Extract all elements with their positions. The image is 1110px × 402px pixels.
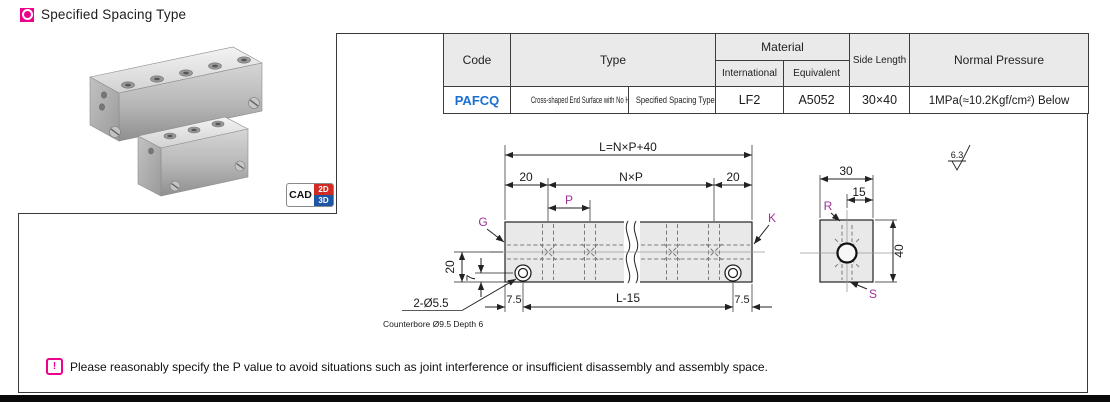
title-bullet-icon <box>20 7 34 22</box>
side-view: 30 15 40 R S 6.3 <box>800 144 971 301</box>
port-label-k: K <box>768 211 776 225</box>
table-row: PAFCQ Cross-shaped End Surface with No H… <box>443 86 1090 114</box>
section-title-bar: Specified Spacing Type <box>20 7 186 22</box>
type-main-cell: Cross-shaped End Surface with No Hole <box>530 95 629 105</box>
part-code-link[interactable]: PAFCQ <box>454 92 500 108</box>
dim-side-width: 30 <box>839 164 853 178</box>
surface-finish-value: 6.3 <box>951 150 964 160</box>
port-label-s: S <box>869 287 877 301</box>
col-header-equivalent: Equivalent <box>783 60 851 87</box>
dim-bottom-center: L-15 <box>616 291 640 305</box>
center-port-hole <box>836 242 858 264</box>
dim-overall-length: L=N×P+40 <box>599 140 657 154</box>
counterbore-hole-right <box>724 264 742 282</box>
dim-pitch-total: N×P <box>619 170 643 184</box>
port-label-g: G <box>478 215 487 229</box>
dim-end-right: 20 <box>726 170 740 184</box>
port-label-r: R <box>824 199 833 213</box>
side-length-cell: 30×40 <box>849 86 911 114</box>
cad-2d-tag: 2D <box>314 184 333 195</box>
port-holes-top-small <box>163 120 225 140</box>
normal-pressure-cell: 1MPa(≈10.2Kgf/cm²) Below <box>928 95 1070 107</box>
product-block-large <box>89 46 263 142</box>
product-block-small <box>137 116 249 197</box>
surface-finish-symbol <box>948 144 971 171</box>
page-bottom-rule <box>0 395 1110 402</box>
note-text: Please reasonably specify the P value to… <box>70 359 768 374</box>
cad-badge-label: CAD <box>289 189 312 201</box>
cad-2d3d-stack: 2D 3D <box>314 184 333 206</box>
col-header-material: Material <box>715 33 851 61</box>
col-header-international: International <box>715 60 785 87</box>
material-international-cell: LF2 <box>715 86 785 114</box>
counterbore-callout: Counterbore Ø9.5 Depth 6 <box>383 319 483 329</box>
col-header-normal-pressure: Normal Pressure <box>909 33 1090 87</box>
col-header-code: Code <box>443 33 511 87</box>
type-sub-cell: Specified Spacing Type <box>635 95 715 105</box>
dim-side-height: 40 <box>892 244 906 258</box>
cad-badge[interactable]: CAD 2D 3D <box>286 183 334 207</box>
dim-center-height: 20 <box>443 260 457 274</box>
dim-side-half-width: 15 <box>852 185 866 199</box>
product-photo <box>89 46 263 197</box>
dim-pitch: P <box>565 193 573 207</box>
technical-drawing: L=N×P+40 20 N×P 20 P G K 20 7 7.5 L-15 7… <box>383 140 971 329</box>
col-header-type: Type <box>509 33 717 87</box>
port-holes-top <box>121 56 251 89</box>
material-equivalent-cell: A5052 <box>783 86 851 114</box>
hole-callout: 2-Ø5.5 <box>413 298 448 310</box>
dim-port-height: 7 <box>464 274 478 281</box>
counterbore-hole-left <box>514 264 532 282</box>
note-bar: ! Please reasonably specify the P value … <box>46 358 768 375</box>
dim-end-left: 20 <box>519 170 533 184</box>
spec-table: Code Type Material Side Length Normal Pr… <box>443 33 1090 114</box>
alert-icon: ! <box>46 358 63 375</box>
dim-bottom-left: 7.5 <box>506 294 521 306</box>
front-view: L=N×P+40 20 N×P 20 P G K 20 7 7.5 L-15 7… <box>383 140 776 329</box>
dim-bottom-right: 7.5 <box>734 294 749 306</box>
cad-3d-tag: 3D <box>314 195 333 206</box>
col-header-side-length: Side Length <box>849 33 911 87</box>
page-title: Specified Spacing Type <box>41 7 187 22</box>
